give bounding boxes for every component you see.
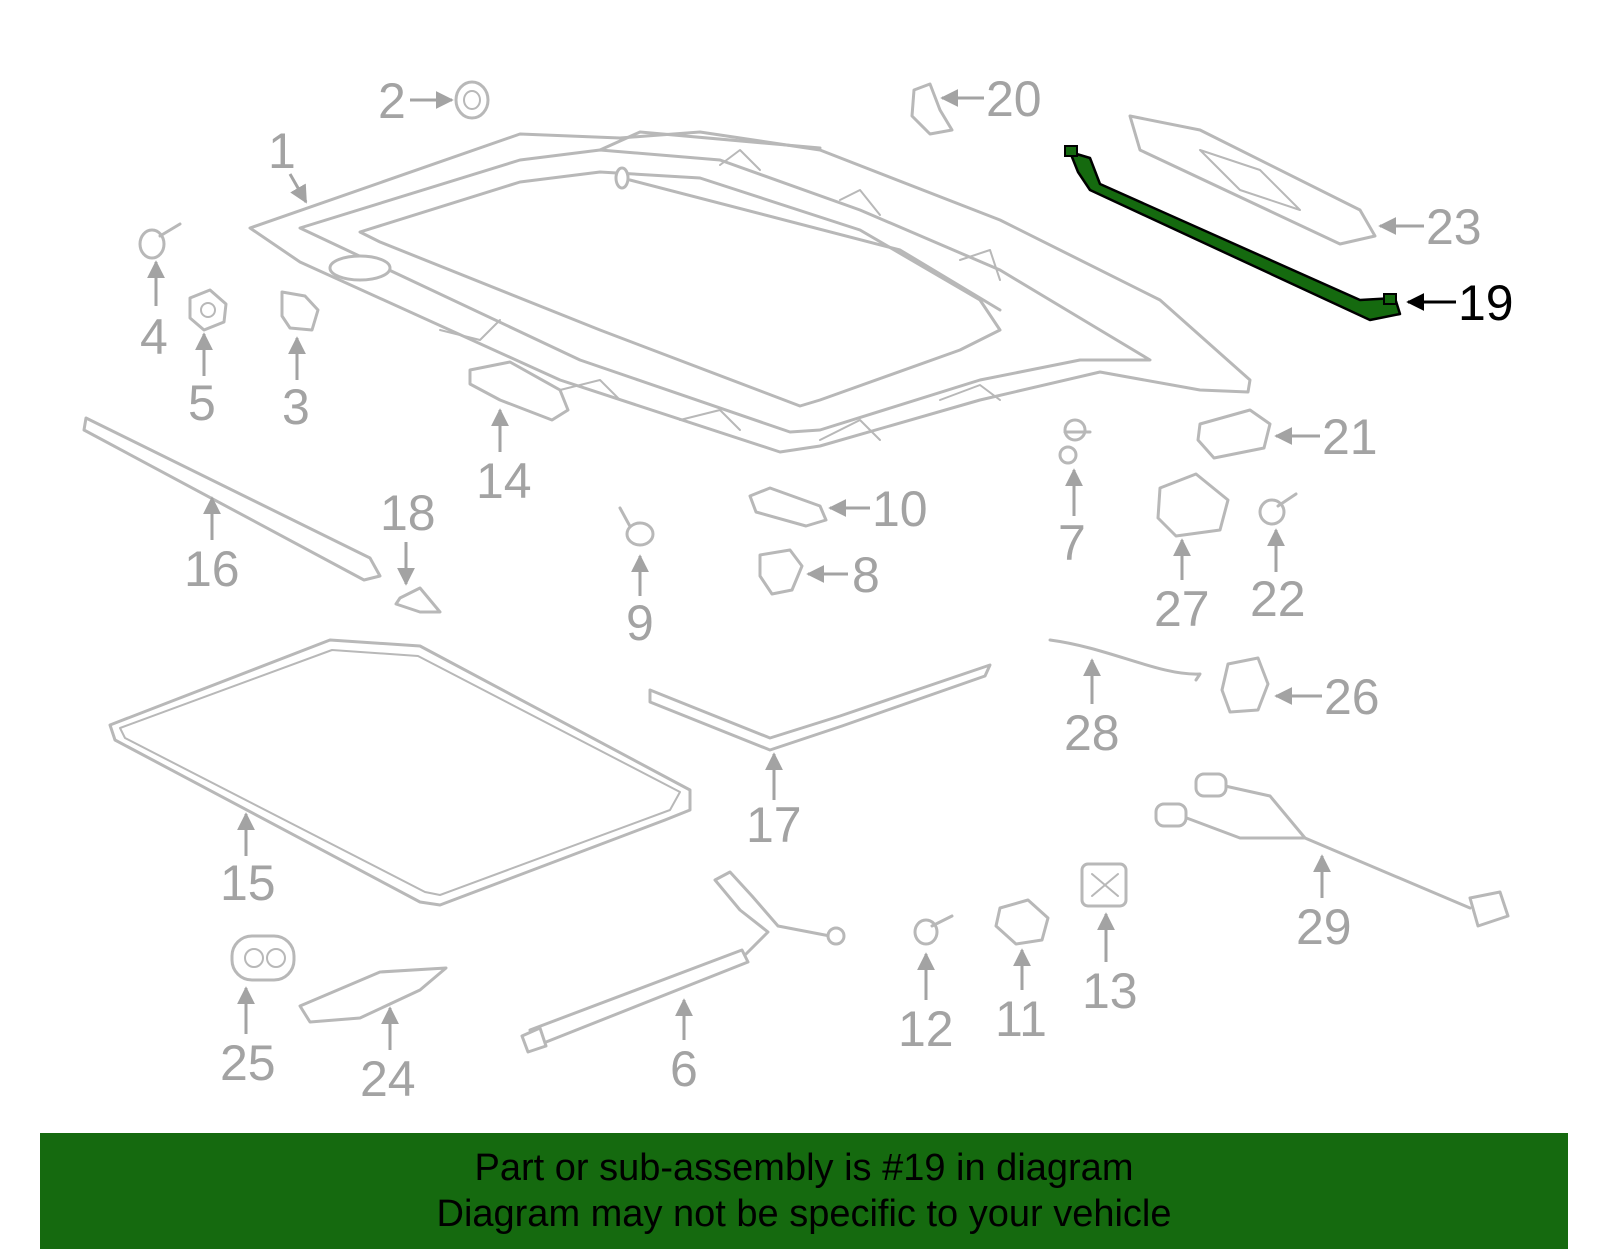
callout-1: 1 [268,123,308,204]
callout-14: 14 [476,408,532,509]
svg-text:5: 5 [188,375,216,431]
callout-18: 18 [380,485,436,586]
svg-text:24: 24 [360,1051,416,1107]
svg-text:13: 13 [1082,963,1138,1019]
part-17-trim [648,663,992,752]
svg-text:21: 21 [1322,409,1378,465]
svg-text:28: 28 [1064,705,1120,761]
svg-text:1: 1 [268,123,296,179]
svg-text:15: 15 [220,855,276,911]
svg-text:18: 18 [380,485,436,541]
svg-text:20: 20 [986,71,1042,127]
svg-text:26: 26 [1324,669,1380,725]
callout-10: 10 [828,481,928,537]
callout-19: 19 [1406,275,1514,331]
part-4-bolt [138,222,182,260]
banner-line-1: Part or sub-assembly is #19 in diagram [474,1147,1134,1189]
svg-text:3: 3 [282,379,310,435]
part-20-hinge [910,82,954,136]
callout-13: 13 [1082,912,1138,1019]
svg-text:2: 2 [378,73,406,129]
info-banner: Part or sub-assembly is #19 in diagram D… [40,1133,1568,1249]
svg-text:23: 23 [1426,199,1482,255]
part-25-bumper [230,934,296,982]
svg-text:14: 14 [476,453,532,509]
banner-line-2: Diagram may not be specific to your vehi… [436,1193,1172,1235]
callout-6: 6 [670,998,698,1097]
svg-text:6: 6 [670,1041,698,1097]
part-24-bracket [298,966,448,1024]
part-21-switch [1196,408,1272,460]
callout-15: 15 [220,812,276,911]
callout-17: 17 [746,752,802,853]
part-29-harness [1154,772,1510,928]
callout-25: 25 [220,986,276,1091]
part-16-strip [82,416,382,582]
part-8-bracket [758,548,804,596]
part-18-clip [394,586,442,614]
svg-text:29: 29 [1296,899,1352,955]
part-6-strut [520,870,846,1054]
callout-11: 11 [995,948,1047,1047]
callout-22: 22 [1250,528,1306,627]
part-5-nut [188,288,228,332]
svg-text:19: 19 [1458,275,1514,331]
svg-text:25: 25 [220,1035,276,1091]
part-23-garnish [1128,114,1377,246]
callout-3: 3 [282,336,310,435]
svg-text:9: 9 [626,595,654,651]
part-2-grommet [454,80,490,120]
part-22-bolt [1258,492,1298,526]
part-1-liftgate-panel [248,130,1252,454]
part-9-bolt [618,506,655,547]
callout-4: 4 [140,260,168,365]
callout-24: 24 [360,1006,416,1107]
svg-text:8: 8 [852,547,880,603]
svg-text:22: 22 [1250,571,1306,627]
part-13-stopper [1080,862,1128,908]
callout-16: 16 [184,496,240,597]
callout-5: 5 [188,332,216,431]
svg-text:7: 7 [1058,515,1086,571]
callout-8: 8 [806,547,880,603]
svg-text:17: 17 [746,797,802,853]
svg-text:10: 10 [872,481,928,537]
part-11-bumper [994,898,1050,946]
svg-text:16: 16 [184,541,240,597]
callout-29: 29 [1296,854,1352,955]
callout-9: 9 [626,554,654,651]
part-12-bolt [913,914,954,946]
part-28-cable [1048,638,1202,682]
svg-text:27: 27 [1154,581,1210,637]
callout-21: 21 [1274,409,1378,465]
part-10-latch [748,486,828,528]
part-3-clip [280,290,320,332]
svg-text:11: 11 [995,991,1047,1047]
part-26-actuator [1220,656,1270,714]
callout-20: 20 [940,71,1042,127]
callout-2: 2 [378,73,454,129]
part-19-seal [1064,145,1402,322]
svg-text:4: 4 [140,309,168,365]
part-14-handle [468,360,570,422]
svg-text:12: 12 [898,1001,954,1057]
part-15-seal [108,638,692,907]
part-27-latch [1156,472,1230,538]
callout-27: 27 [1154,538,1210,637]
callout-26: 26 [1274,669,1380,725]
callout-7: 7 [1058,468,1086,571]
part-7-pin [1058,418,1092,465]
callout-12: 12 [898,952,954,1057]
callout-28: 28 [1064,658,1120,761]
callout-23: 23 [1378,199,1482,255]
